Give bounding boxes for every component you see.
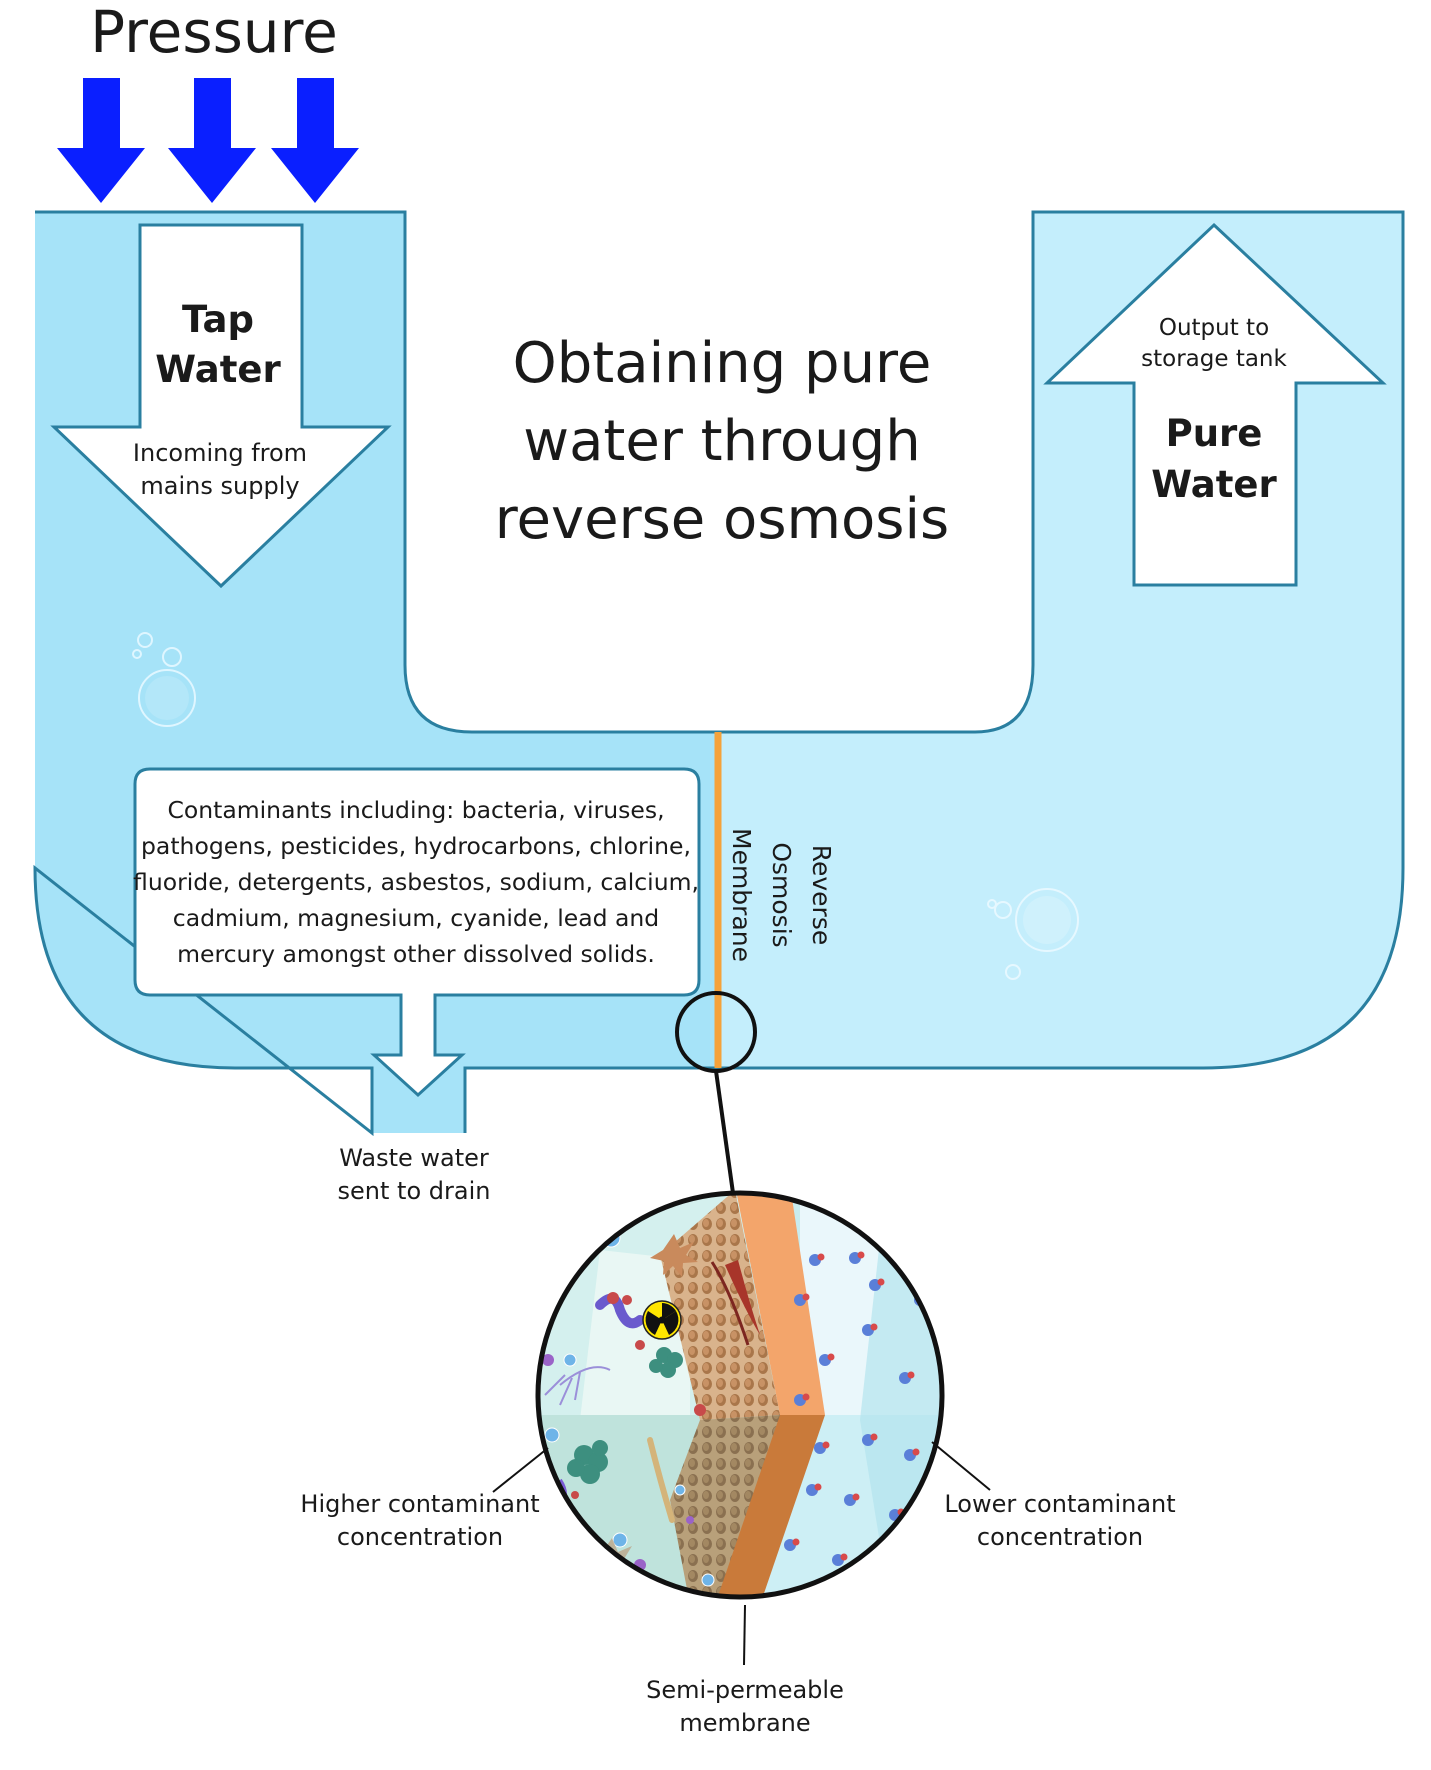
- pure-water-sub-line2: storage tank: [1141, 346, 1287, 372]
- tank-outline: [33, 210, 1405, 1137]
- title-line1: Obtaining pure: [513, 331, 932, 396]
- zoom-view: [538, 1193, 942, 1597]
- semi-line1: Semi-permeable: [646, 1676, 844, 1704]
- ro-membrane-label: Reverse Osmosis Membrane: [727, 828, 836, 962]
- pure-water-sub-line1: Output to: [1159, 315, 1269, 341]
- waste-line2: sent to drain: [338, 1177, 491, 1205]
- tap-water-sub-line2: mains supply: [140, 472, 299, 500]
- semi-leader: [743, 1604, 746, 1666]
- semi-line2: membrane: [679, 1709, 810, 1737]
- higher-line1: Higher contaminant: [300, 1490, 539, 1518]
- tap-water-title-line2: Water: [155, 348, 281, 391]
- tap-water-title-line1: Tap: [182, 298, 254, 341]
- pressure-arrows: [57, 78, 359, 203]
- membrane-label-line3: Membrane: [727, 828, 756, 962]
- title-line3: reverse osmosis: [495, 487, 949, 552]
- tap-water-sub-line1: Incoming from: [133, 439, 307, 467]
- pure-water-arrow: [1043, 222, 1387, 587]
- pressure-arrow-icon: [168, 78, 256, 203]
- zoom-view-border: [535, 1190, 945, 1600]
- contaminants-line3: fluoride, detergents, asbestos, sodium, …: [133, 868, 699, 896]
- higher-line2: concentration: [337, 1523, 503, 1551]
- pressure-label: Pressure: [90, 0, 338, 66]
- membrane-label-line2: Osmosis: [767, 842, 796, 947]
- magnifier-connector: [714, 1070, 735, 1194]
- contaminants-text: Contaminants including: bacteria, viruse…: [133, 796, 699, 968]
- pure-water-title-line1: Pure: [1166, 412, 1263, 455]
- contaminants-callout: [133, 767, 701, 1098]
- lower-line2: concentration: [977, 1523, 1143, 1551]
- lower-line1: Lower contaminant: [944, 1490, 1175, 1518]
- bubbles-right: [987, 888, 1079, 980]
- bubbles-left: [132, 632, 196, 727]
- contaminants-line5: mercury amongst other dissolved solids.: [177, 940, 655, 968]
- contaminants-line4: cadmium, magnesium, cyanide, lead and: [173, 904, 659, 932]
- contaminants-line2: pathogens, pesticides, hydrocarbons, chl…: [141, 832, 691, 860]
- higher-leader: [492, 1447, 549, 1493]
- tap-water-arrow: [50, 223, 392, 589]
- contaminants-line1: Contaminants including: bacteria, viruse…: [167, 796, 664, 824]
- title-line2: water through: [523, 409, 920, 474]
- pure-water-title-line2: Water: [1151, 463, 1277, 506]
- waste-line1: Waste water: [339, 1144, 489, 1172]
- membrane-label-line1: Reverse: [807, 845, 836, 946]
- pressure-arrow-icon: [57, 78, 145, 203]
- lower-leader: [931, 1441, 991, 1491]
- pressure-arrow-icon: [271, 78, 359, 203]
- contaminants-particles: [542, 1193, 715, 1587]
